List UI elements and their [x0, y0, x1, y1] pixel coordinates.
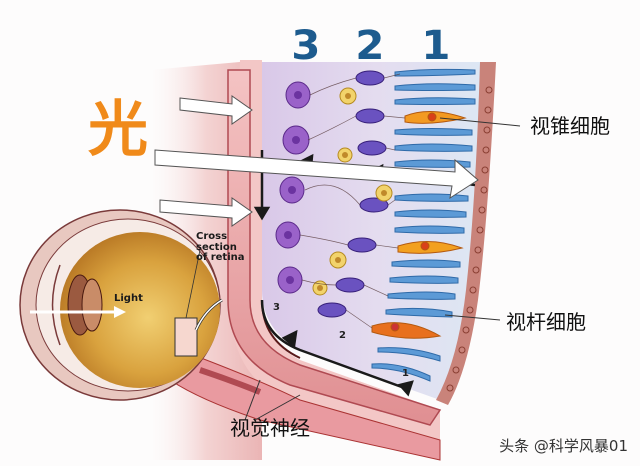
inline-number-2: 2 — [339, 330, 346, 341]
rod-cells-label: 视杆细胞 — [506, 310, 586, 334]
inline-number-3: 3 — [273, 302, 280, 313]
layer-number-1: 1 — [421, 23, 451, 69]
inline-number-1: 1 — [402, 368, 409, 379]
cross-section-label: Cross section of retina — [196, 231, 245, 263]
light-title: 光 — [88, 95, 148, 165]
optic-nerve-label: 视觉神经 — [230, 416, 310, 440]
nerve-fiber-layer — [227, 69, 442, 426]
cone-cells — [371, 111, 467, 339]
layer-number-2: 2 — [355, 23, 385, 69]
light-label: Light — [114, 293, 143, 304]
rod-cells — [371, 68, 476, 382]
bipolar-cells — [317, 70, 389, 318]
outer-wall — [230, 60, 440, 440]
light-arrows — [154, 95, 479, 227]
eyeball — [19, 209, 262, 401]
layer-number-3: 3 — [291, 23, 321, 69]
pigment-epithelium — [436, 62, 496, 405]
cone-cells-label: 视锥细胞 — [530, 114, 610, 138]
watermark: 头条 @科学风暴01 — [499, 437, 628, 455]
ganglion-nuclei — [284, 91, 302, 284]
